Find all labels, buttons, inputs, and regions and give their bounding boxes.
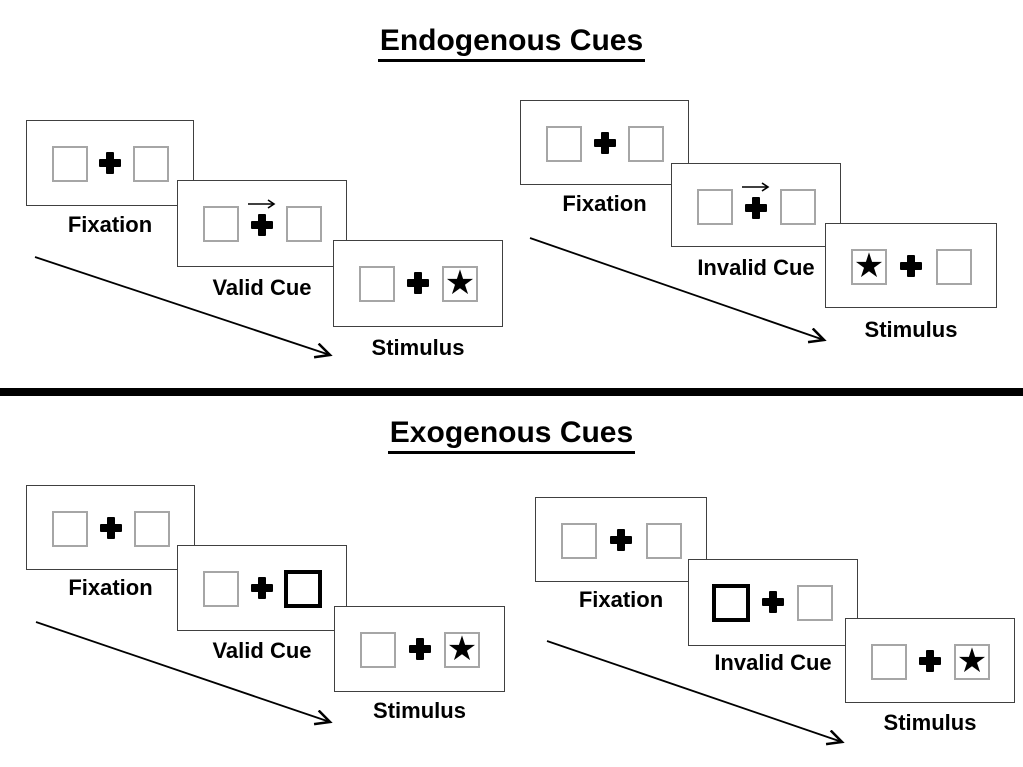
endogenous-valid-fixation-panel xyxy=(26,120,194,206)
fixation-cross-icon xyxy=(745,197,767,219)
exogenous-invalid-cue-panel xyxy=(688,559,858,646)
left-box xyxy=(871,644,907,680)
exogenous-title-text: Exogenous Cues xyxy=(387,416,636,454)
right-arrow-icon xyxy=(248,199,276,209)
right-box-star: ★ xyxy=(444,632,480,668)
fixation-cross-icon xyxy=(251,577,273,599)
left-box xyxy=(203,206,239,242)
left-box-thick-cue xyxy=(712,584,750,622)
timeline-arrow-exogenous-valid xyxy=(35,621,330,722)
endogenous-valid-cue-panel xyxy=(177,180,347,267)
fixation-cross-icon xyxy=(99,517,122,539)
timeline-arrow-endogenous-valid xyxy=(34,256,330,355)
panel-label-fixation: Fixation xyxy=(578,587,664,612)
panel-label-valid-cue: Valid Cue xyxy=(212,638,312,663)
left-box xyxy=(52,511,88,547)
panel-label-invalid-cue: Invalid Cue xyxy=(697,255,815,280)
exogenous-valid-cue-panel xyxy=(177,545,347,631)
right-box xyxy=(646,523,682,559)
endogenous-title-text: Endogenous Cues xyxy=(377,24,646,62)
exogenous-valid-fixation-panel xyxy=(26,485,195,570)
right-box xyxy=(936,249,972,285)
right-box xyxy=(133,146,169,182)
panel-label-fixation: Fixation xyxy=(562,191,647,216)
left-box xyxy=(203,571,239,607)
fixation-cross-icon xyxy=(593,132,616,154)
left-box xyxy=(52,146,88,182)
right-box xyxy=(628,126,664,162)
star-icon: ★ xyxy=(956,642,988,680)
panel-label-fixation: Fixation xyxy=(67,212,153,237)
right-box-star: ★ xyxy=(954,644,990,680)
panel-label-stimulus: Stimulus xyxy=(371,335,465,360)
right-box xyxy=(134,511,170,547)
star-icon: ★ xyxy=(444,264,476,302)
section-divider xyxy=(0,388,1023,396)
fixation-cross-icon xyxy=(919,650,941,672)
star-icon: ★ xyxy=(853,247,885,285)
exogenous-invalid-stimulus-panel: ★ xyxy=(845,618,1015,703)
fixation-cross-icon xyxy=(251,214,273,236)
right-box xyxy=(286,206,322,242)
right-box-star: ★ xyxy=(442,266,478,302)
fixation-cross-icon xyxy=(407,272,429,294)
fixation-cross-icon xyxy=(99,152,121,174)
endogenous-valid-stimulus-panel: ★ xyxy=(333,240,503,327)
panel-label-stimulus: Stimulus xyxy=(883,710,977,735)
left-box xyxy=(359,266,395,302)
left-box xyxy=(697,189,733,225)
star-icon: ★ xyxy=(446,630,478,668)
endogenous-invalid-cue-panel xyxy=(671,163,841,247)
fixation-cross-icon xyxy=(408,638,431,660)
left-box-star: ★ xyxy=(851,249,887,285)
left-box xyxy=(561,523,597,559)
endogenous-invalid-fixation-panel xyxy=(520,100,689,185)
panel-label-valid-cue: Valid Cue xyxy=(212,275,312,300)
endogenous-section-title: Endogenous Cues xyxy=(0,24,1023,62)
exogenous-section-title: Exogenous Cues xyxy=(0,416,1023,454)
fixation-cross-icon xyxy=(900,255,922,277)
panel-label-invalid-cue: Invalid Cue xyxy=(714,650,832,675)
left-box xyxy=(360,632,396,668)
right-box-thick-cue xyxy=(284,570,322,608)
panel-label-stimulus: Stimulus xyxy=(864,317,958,342)
fixation-cross-icon xyxy=(610,529,632,551)
right-box xyxy=(780,189,816,225)
exogenous-valid-stimulus-panel: ★ xyxy=(334,606,505,692)
right-arrow-icon xyxy=(742,182,770,192)
endogenous-invalid-stimulus-panel: ★ xyxy=(825,223,997,308)
timeline-arrow-endogenous-invalid xyxy=(529,237,824,340)
right-box xyxy=(797,585,833,621)
panel-label-stimulus: Stimulus xyxy=(373,698,466,723)
fixation-cross-icon xyxy=(762,591,784,613)
left-box xyxy=(546,126,582,162)
exogenous-invalid-fixation-panel xyxy=(535,497,707,582)
panel-label-fixation: Fixation xyxy=(68,575,153,600)
